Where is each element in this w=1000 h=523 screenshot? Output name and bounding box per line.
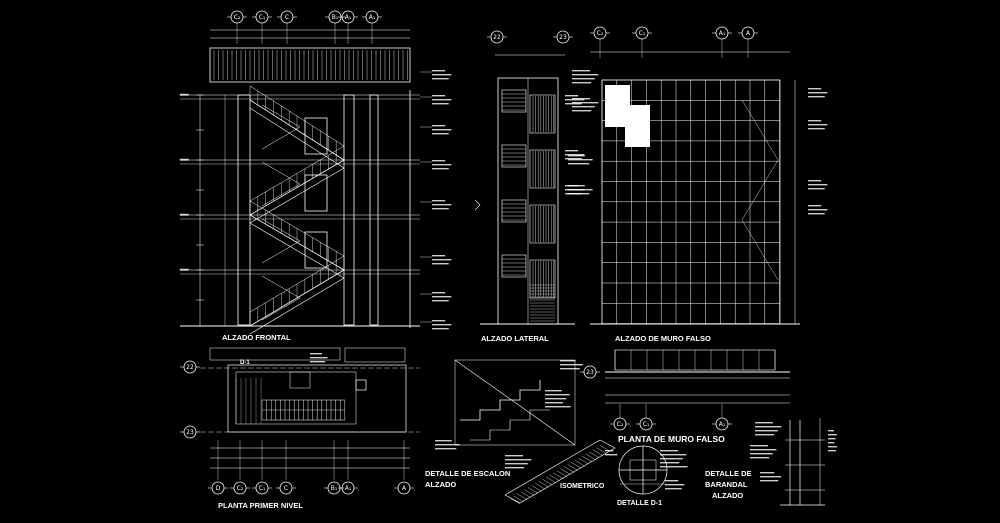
d1-tag: D-1 [240,360,250,366]
frontal_top-bubble-label: C [285,14,289,21]
alzado-frontal-view [179,29,420,335]
muro_top-bubble-label: A₁ [719,30,726,37]
muro_top-bubble-label: C₂ [597,30,604,37]
planta_left-bubble: 22 [180,360,200,374]
title-detalle-barandal-2: BARANDAL [705,480,748,489]
planta_left-bubble-label: 23 [186,429,194,436]
title-isometrico: ISOMETRICO [560,483,605,490]
grid-bubbles-planta: 22 23D C₂ C₁ C B₁ A₁ A [180,353,414,495]
detalle-barandal-view [780,418,825,506]
detalle-escalon-view [454,359,576,446]
muro_planta_bottom-bubble-label: A₁ [719,421,726,428]
roof-grating [213,50,408,80]
d1-notes [605,450,688,490]
frontal_top-bubble-label: C₂ [234,14,241,21]
lateral_top-bubble-label: 23 [559,34,567,41]
title-detalle-escalon: DETALLE DE ESCALON [425,469,510,478]
level-dimensions [179,93,226,327]
muro_planta_bottom-bubble: C₁ [636,417,656,431]
muro_planta_bottom-bubble-label: C₁ [643,421,650,428]
planta-primer-nivel-view [200,347,420,469]
railing-panels [501,89,556,322]
planta_bottom-bubble: A₁ [338,481,358,495]
detalle-d1-view [618,445,668,495]
planta_bottom-bubble: D [208,481,228,495]
title-detalle-barandal: DETALLE DE [705,469,752,478]
muro_top-bubble-label: A [746,30,751,37]
alzado-lateral-view [474,54,575,325]
isometrico-view [504,439,616,505]
planta_bottom-bubble-label: C₁ [259,485,266,492]
title-detalle-barandal-sub: ALZADO [712,491,743,500]
frontal_top-bubble-label: C₁ [259,14,266,21]
escalon-notes [435,360,583,469]
muro_planta_bottom-bubble: C₂ [610,417,630,431]
muro_planta_bottom-bubble: A₁ [712,417,732,431]
muro-white-panels [605,85,650,147]
frontal_top-bubble-label: A₁ [345,14,352,21]
frontal_top-bubble-label: A₁ [369,14,376,21]
title-detalle-escalon-sub: ALZADO [425,480,456,489]
frontal_top-bubble-label: B₁ [332,14,339,21]
planta_bottom-bubble: A [394,481,414,495]
planta_bottom-bubble-label: A₁ [345,485,352,492]
floor-levels [180,94,420,275]
planta_bottom-bubble-label: C [284,485,288,492]
title-alzado-muro-falso: ALZADO DE MURO FALSO [615,334,711,343]
lateral_top-bubble: 22 [487,30,507,44]
title-alzado-lateral: ALZADO LATERAL [481,334,549,343]
stair-treads [235,378,346,424]
title-detalle-d1: DETALLE D-1 [617,500,662,507]
muro-notes [565,88,828,215]
title-planta-primer-nivel: PLANTA PRIMER NIVEL [218,501,303,510]
planta_bottom-bubble-label: D [216,485,221,492]
lateral_top-bubble-label: 22 [493,34,501,41]
planta_bottom-bubble: C [276,481,296,495]
planta_bottom-bubble-label: B₁ [331,485,338,492]
planta-muro-falso-view [605,349,790,404]
muro_planta_left-bubble-label: 23 [586,369,594,376]
title-planta-muro-falso: PLANTA DE MURO FALSO [618,434,725,444]
mullions [614,350,776,370]
planta_left-bubble: 23 [180,425,200,439]
barandal-notes [750,422,838,482]
title-alzado-frontal: ALZADO FRONTAL [222,333,291,342]
grid-bubbles-frontal: C₂ C₁ C B₁ A₁ A₁ [227,10,382,44]
muro_planta_left-bubble: 23 [580,365,600,379]
muro_top-bubble-label: C₁ [639,30,646,37]
planta_bottom-bubble: C₂ [230,481,250,495]
muro_planta_bottom-bubble-label: C₂ [617,421,624,428]
lateral_top-bubble: 23 [553,30,573,44]
planta_left-bubble-label: 22 [186,364,194,371]
stair-flights [249,85,345,335]
grid-bubbles-muro: C₂ C₁ A₁ A [590,26,758,58]
level-notes [420,70,452,330]
planta_bottom-bubble-label: A [402,485,407,492]
planta_bottom-bubble: C₁ [252,481,272,495]
planta_bottom-bubble-label: C₂ [237,485,244,492]
